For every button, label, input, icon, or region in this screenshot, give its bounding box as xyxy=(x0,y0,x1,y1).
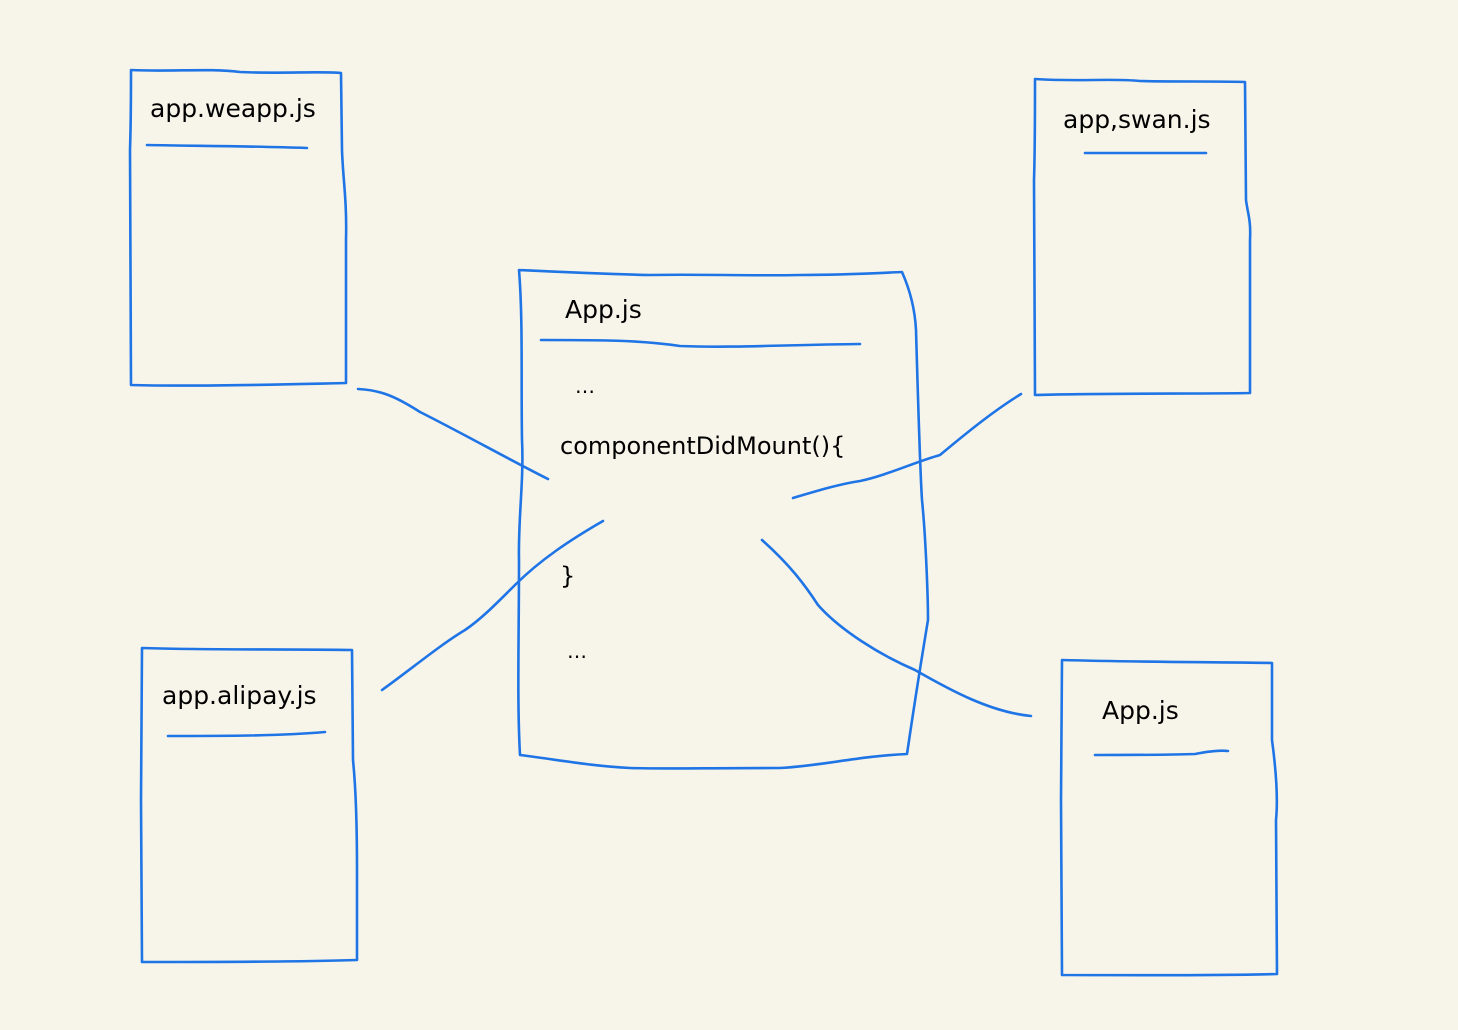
file-title-underline-weapp xyxy=(145,143,309,150)
file-title-underline-app xyxy=(1093,749,1230,757)
file-title-underline-alipay xyxy=(166,730,327,738)
file-box-app-outline xyxy=(1059,658,1279,977)
center-file-ellipsis-bottom: … xyxy=(567,639,587,663)
file-box-alipay-outline xyxy=(139,646,359,964)
file-box-swan-outline xyxy=(1032,77,1252,397)
center-file-method-close: } xyxy=(560,562,575,590)
center-file-title-underline xyxy=(539,338,862,348)
file-box-alipay: app.alipay.js xyxy=(139,646,359,964)
file-box-swan: app,swan.js xyxy=(1032,77,1252,397)
center-file-ellipsis-top: … xyxy=(575,374,595,398)
file-box-center: App.js … componentDidMount(){ } … xyxy=(517,268,930,770)
file-box-weapp-outline xyxy=(128,68,348,387)
connector-weapp xyxy=(356,387,550,481)
center-file-method-open: componentDidMount(){ xyxy=(560,432,845,460)
connector-swan xyxy=(791,392,1023,500)
file-title-alipay: app.alipay.js xyxy=(162,681,317,710)
file-title-swan: app,swan.js xyxy=(1063,105,1211,134)
center-file-title: App.js xyxy=(565,295,642,324)
file-title-weapp: app.weapp.js xyxy=(150,94,316,123)
file-title-app: App.js xyxy=(1102,696,1179,725)
file-box-app: App.js xyxy=(1059,658,1279,977)
file-box-center-outline xyxy=(517,268,930,770)
connector-app xyxy=(760,538,1033,718)
connector-alipay xyxy=(380,519,605,692)
file-box-weapp: app.weapp.js xyxy=(128,68,348,387)
